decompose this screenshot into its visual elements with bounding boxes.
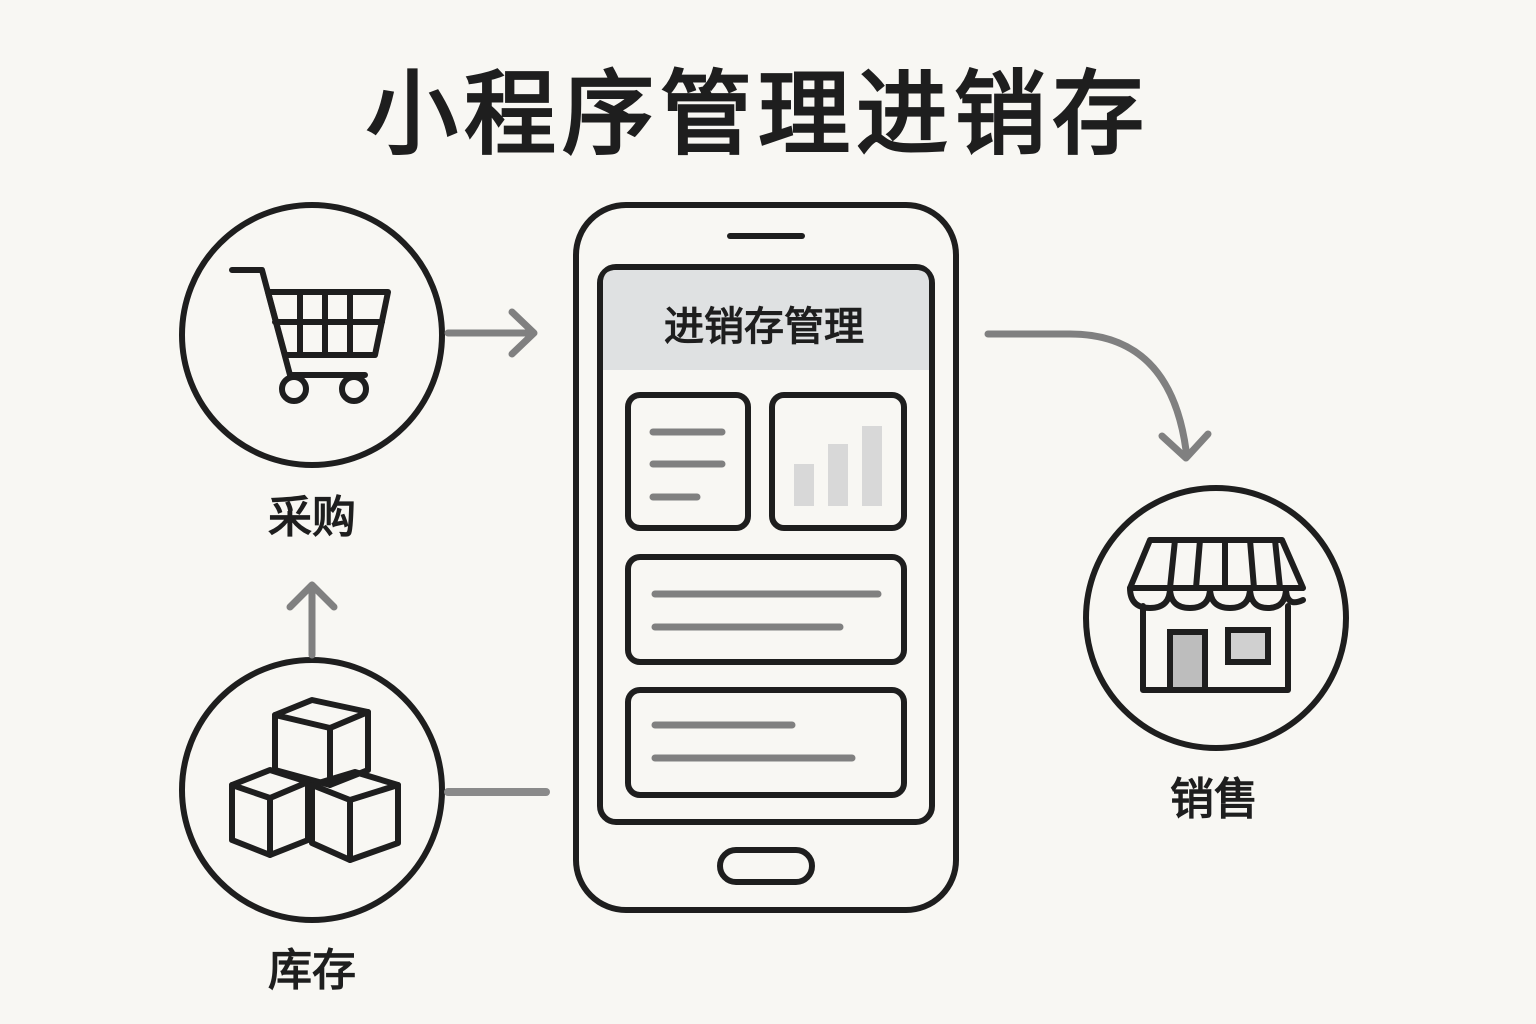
inventory-label: 库存 bbox=[268, 945, 356, 996]
purchase-node: 采购 bbox=[179, 202, 445, 543]
arrow-purchase-to-phone bbox=[444, 308, 538, 358]
list-card bbox=[625, 392, 751, 531]
sales-label: 销售 bbox=[1170, 774, 1258, 825]
content-card bbox=[625, 554, 907, 665]
diagram-title: 小程序管理进销存 bbox=[366, 61, 1150, 168]
home-button bbox=[717, 847, 815, 885]
chart-bar bbox=[794, 464, 814, 506]
phone: 进销存管理 bbox=[573, 202, 959, 913]
chart-card bbox=[769, 392, 907, 531]
arrow-inventory-to-purchase bbox=[286, 581, 338, 659]
phone-header-title: 进销存管理 bbox=[664, 304, 864, 350]
inventory-node: 库存 bbox=[179, 657, 445, 996]
storefront-icon bbox=[1127, 537, 1306, 693]
content-card bbox=[625, 687, 907, 798]
boxes-icon bbox=[229, 697, 401, 863]
arrow-phone-to-sales bbox=[984, 330, 1212, 462]
sales-node: 销售 bbox=[1083, 485, 1349, 825]
chart-bar bbox=[828, 444, 848, 506]
shopping-cart-icon bbox=[229, 267, 391, 404]
chart-bar bbox=[862, 426, 882, 506]
purchase-label: 采购 bbox=[268, 492, 356, 543]
phone-screen bbox=[597, 264, 935, 825]
